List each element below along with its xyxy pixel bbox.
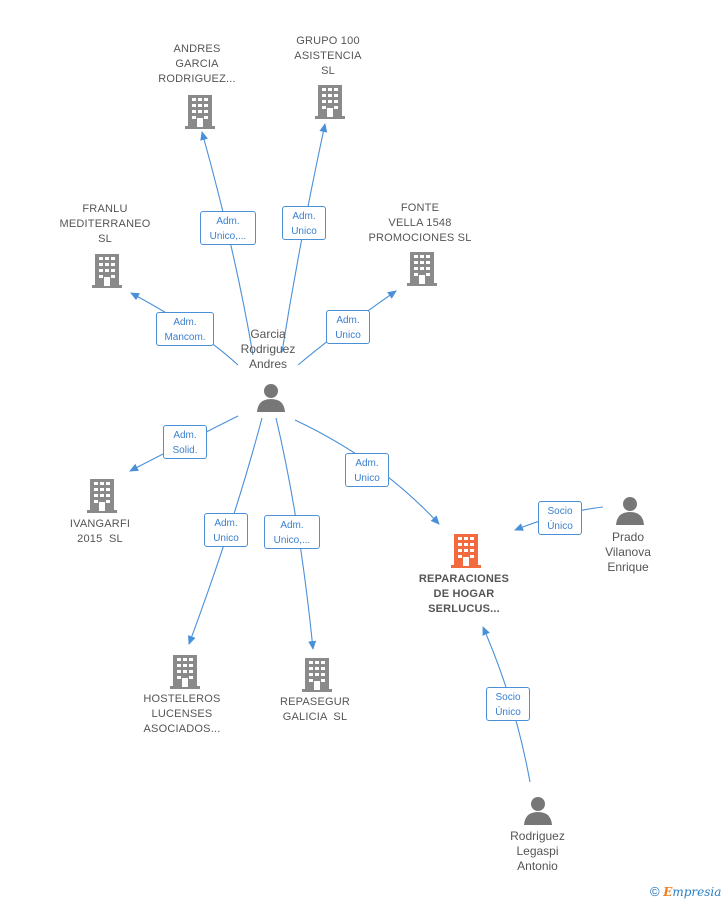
building-icon [92, 254, 122, 288]
person-rodriguez[interactable]: Rodriguez Legaspi Antonio [495, 829, 580, 874]
label-line: HOSTELEROS [143, 693, 221, 705]
company-repasegur[interactable]: REPASEGUR GALICIA SL [255, 695, 375, 725]
role-box-prado[interactable]: Socio Único [538, 501, 582, 535]
name-line: Prado [611, 530, 645, 544]
company-ivangarfi[interactable]: IVANGARFI 2015 SL [40, 517, 160, 547]
building-icon [407, 252, 437, 286]
name-line: Legaspi [516, 844, 559, 858]
role-line: Solid. [172, 445, 198, 456]
role-line: Adm. [280, 520, 304, 531]
building-icon [170, 655, 200, 689]
role-line: Unico [354, 473, 380, 484]
person-icon [257, 384, 285, 412]
empresia-footer[interactable]: © Empresia [650, 884, 721, 899]
person-icon [524, 797, 552, 825]
role-box-ivangarfi[interactable]: Adm. Solid. [163, 425, 207, 459]
logo-text: mpresia [672, 885, 722, 899]
role-box-rodriguez[interactable]: Socio Único [486, 687, 530, 721]
role-line: Unico [213, 533, 239, 544]
label-line: MEDITERRANEO [59, 218, 151, 230]
role-line: Adm. [216, 216, 240, 227]
label-line: RODRIGUEZ... [158, 73, 236, 85]
label-line: LUCENSES [151, 708, 213, 720]
role-line: Socio [495, 692, 521, 703]
building-icon [302, 658, 332, 692]
company-reparaciones[interactable]: REPARACIONES DE HOGAR SERLUCUS... [399, 572, 529, 617]
label-line: VELLA 1548 [388, 217, 452, 229]
role-line: Socio [547, 506, 573, 517]
label-line: GARCIA [175, 58, 219, 70]
role-box-fonte[interactable]: Adm. Unico [326, 310, 370, 344]
name-line: Rodriguez [510, 829, 565, 843]
role-box-reparaciones[interactable]: Adm. Unico [345, 453, 389, 487]
role-line: Único [495, 707, 521, 718]
label-line: IVANGARFI [69, 518, 131, 530]
role-line: Adm. [292, 211, 316, 222]
role-line: Adm. [336, 315, 360, 326]
label-line: DE HOGAR [433, 588, 495, 600]
role-box-hosteleros[interactable]: Adm. Unico [204, 513, 248, 547]
name-line: Rodriguez [240, 342, 296, 356]
building-highlight-icon [451, 534, 481, 568]
person-icon [616, 497, 644, 525]
company-grupo100[interactable]: GRUPO 100 ASISTENCIA SL [268, 34, 388, 79]
name-line: Enrique [607, 560, 649, 574]
center-person-name[interactable]: Garcia Rodriguez Andres [218, 327, 318, 372]
name-line: Vilanova [605, 545, 651, 559]
name-line: Antonio [517, 859, 558, 873]
label-line: SERLUCUS... [428, 603, 500, 615]
name-line: Garcia [250, 327, 286, 341]
label-line: ANDRES [173, 43, 221, 55]
edge-andres [200, 131, 254, 356]
label-line: FRANLU [82, 203, 128, 215]
role-line: Mancom. [164, 332, 206, 343]
role-box-franlu[interactable]: Adm. Mancom. [156, 312, 214, 346]
label-line: PROMOCIONES SL [368, 232, 472, 244]
empresia-logo: Empresia [663, 885, 721, 899]
label-line: ASISTENCIA [294, 50, 362, 62]
role-box-andres[interactable]: Adm. Unico,... [200, 211, 256, 245]
role-box-grupo100[interactable]: Adm. Unico [282, 206, 326, 240]
person-prado[interactable]: Prado Vilanova Enrique [588, 530, 668, 575]
label-line: ASOCIADOS... [143, 723, 221, 735]
role-box-repasegur[interactable]: Adm. Unico,... [264, 515, 320, 549]
role-line: Adm. [355, 458, 379, 469]
copyright-icon: © [650, 884, 660, 899]
role-line: Unico,... [209, 231, 247, 242]
company-hosteleros[interactable]: HOSTELEROS LUCENSES ASOCIADOS... [122, 692, 242, 737]
logo-e: E [663, 885, 673, 899]
role-line: Adm. [173, 430, 197, 441]
role-line: Unico,... [273, 535, 311, 546]
label-line: GRUPO 100 [296, 35, 360, 47]
role-line: Unico [291, 226, 317, 237]
label-line: FONTE [400, 202, 440, 214]
role-line: Adm. [173, 317, 197, 328]
name-line: Andres [248, 357, 288, 371]
label-line: SL [98, 233, 112, 245]
label-line: REPASEGUR [279, 696, 351, 708]
company-franlu[interactable]: FRANLU MEDITERRANEO SL [45, 202, 165, 247]
role-line: Unico [335, 330, 361, 341]
company-andres[interactable]: ANDRES GARCIA RODRIGUEZ... [137, 42, 257, 87]
label-line: SL [321, 65, 335, 77]
building-icon [315, 85, 345, 119]
role-line: Adm. [214, 518, 238, 529]
role-line: Único [547, 521, 573, 532]
building-icon [185, 95, 215, 129]
building-icon [87, 479, 117, 513]
label-line: 2015 SL [77, 533, 123, 545]
company-fonte[interactable]: FONTE VELLA 1548 PROMOCIONES SL [355, 201, 485, 246]
label-line: GALICIA SL [282, 711, 348, 723]
label-line: REPARACIONES [418, 573, 510, 585]
